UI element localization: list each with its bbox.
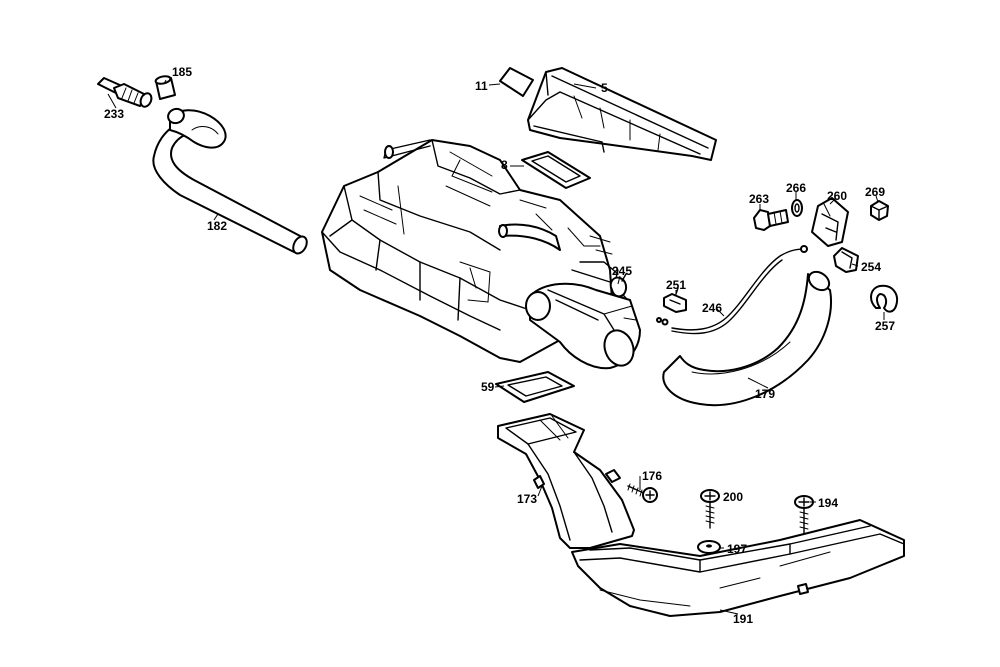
part-245-clip[interactable] [609,269,628,298]
part-173-floor-duct[interactable] [497,413,635,549]
callout-11: 11 [475,79,488,93]
callout-59: 59 [481,380,495,394]
callout-245: 245 [612,264,632,278]
part-197-washer[interactable] [697,540,721,554]
part-8-gasket[interactable] [521,151,591,189]
part-191-rear-duct[interactable] [571,519,905,617]
callout-200: 200 [723,490,743,504]
part-233-connector[interactable] [97,77,153,108]
part-200-screw[interactable] [700,489,720,529]
part-263-bolt[interactable] [753,209,789,231]
callout-191: 191 [733,612,753,626]
callout-246: 246 [702,301,722,315]
part-176-screw[interactable] [627,483,658,503]
callout-251: 251 [666,278,686,292]
callout-257: 257 [875,319,895,333]
part-257-hose-clamp[interactable] [870,284,898,313]
part-5-intake-duct[interactable] [527,67,717,161]
callout-179: 179 [755,387,775,401]
callout-233: 233 [104,107,124,121]
callout-182: 182 [207,219,227,233]
part-185-sleeve[interactable] [154,75,176,100]
callout-labels: 5 8 11 59 173 176 179 182 185 191 194 19… [104,65,895,626]
callout-197: 197 [727,542,747,556]
part-246-control-cable[interactable] [656,245,808,335]
part-11-pad[interactable] [499,67,534,97]
part-266-washer[interactable] [791,199,803,217]
callout-leader-lines [107,79,885,615]
callout-263: 263 [749,192,769,206]
part-179-flex-hose[interactable] [662,268,832,407]
callout-269: 269 [865,185,885,199]
callout-185: 185 [172,65,192,79]
callout-260: 260 [827,189,847,203]
part-254-clip-plate[interactable] [833,247,859,273]
callout-8: 8 [501,158,508,172]
callout-173: 173 [517,492,537,506]
part-182-heater-pipe[interactable] [152,107,309,256]
callout-176: 176 [642,469,662,483]
callout-254: 254 [861,260,881,274]
callout-5: 5 [601,81,608,95]
part-260-bracket[interactable] [811,197,849,247]
part-59-gasket[interactable] [495,371,575,403]
heater-housing-assembly [321,139,641,370]
callout-194: 194 [818,496,838,510]
callout-266: 266 [786,181,806,195]
part-269-cap[interactable] [870,200,889,221]
